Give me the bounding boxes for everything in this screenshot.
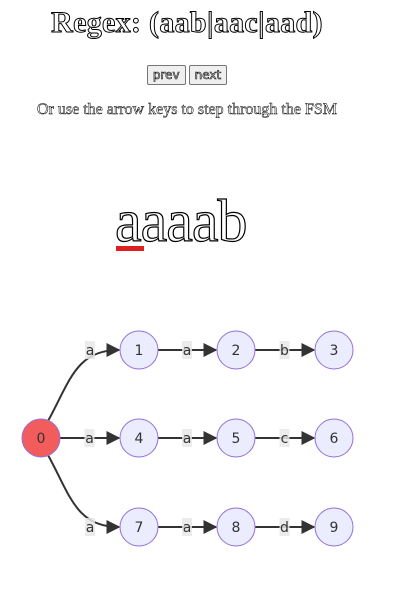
fsm-edge-label-bg <box>182 429 192 447</box>
fsm-edge-line <box>47 343 121 422</box>
fsm-state-label: 2 <box>232 343 241 359</box>
fsm-edge-label: a <box>183 520 192 536</box>
fsm-edge-0-4: a <box>60 429 121 447</box>
fsm-edge-1-2: a <box>158 341 218 359</box>
fsm-state-0-active: 0 <box>21 418 61 458</box>
fsm-state-1: 1 <box>119 330 159 370</box>
fsm-state-circle <box>119 418 159 458</box>
fsm-edge-label: d <box>280 520 289 536</box>
input-string: aaaab <box>114 188 248 254</box>
fsm-state-7: 7 <box>119 507 159 547</box>
fsm-edge-label-bg <box>85 518 95 536</box>
fsm-state-label: 1 <box>135 343 144 359</box>
fsm-state-2: 2 <box>216 330 256 370</box>
step-controls: prev next <box>0 65 374 85</box>
fsm-edge-2-3: b <box>255 341 316 359</box>
fsm-edge-4-5: a <box>158 429 218 447</box>
fsm-state-4: 4 <box>119 418 159 458</box>
fsm-state-label: 0 <box>37 431 46 447</box>
fsm-state-label: 5 <box>232 431 241 447</box>
fsm-state-circle <box>119 330 159 370</box>
page-title: Regex: (aab|aac|aad) <box>51 6 323 40</box>
fsm-state-circle <box>21 418 61 458</box>
fsm-state-circle <box>314 330 354 370</box>
input-cursor <box>116 246 144 251</box>
fsm-edge-label: a <box>183 431 192 447</box>
fsm-state-circle <box>314 507 354 547</box>
fsm-edge-label-bg <box>182 518 192 536</box>
fsm-edge-label: a <box>183 343 192 359</box>
instructions-text: Or use the arrow keys to step through th… <box>37 101 337 119</box>
fsm-state-8: 8 <box>216 507 256 547</box>
fsm-edge-label-bg <box>85 341 95 359</box>
fsm-state-circle <box>314 418 354 458</box>
fsm-state-6: 6 <box>314 418 354 458</box>
fsm-edge-0-1: a <box>47 341 121 422</box>
fsm-state-9: 9 <box>314 507 354 547</box>
fsm-edge-label-bg <box>182 341 192 359</box>
fsm-edge-7-8: a <box>158 518 218 536</box>
fsm-state-circle <box>216 330 256 370</box>
fsm-edge-label: a <box>86 520 95 536</box>
fsm-edge-0-7: a <box>47 454 121 536</box>
fsm-state-label: 7 <box>135 520 144 536</box>
fsm-edge-8-9: d <box>255 518 316 536</box>
fsm-edge-label: c <box>281 431 289 447</box>
fsm-state-label: 9 <box>330 520 339 536</box>
fsm-edge-line <box>47 454 121 534</box>
fsm-state-label: 6 <box>330 431 339 447</box>
fsm-edge-label-bg <box>279 518 290 536</box>
fsm-state-label: 8 <box>232 520 241 536</box>
fsm-state-circle <box>119 507 159 547</box>
fsm-edge-label-bg <box>279 341 290 359</box>
fsm-edge-5-6: c <box>255 429 316 447</box>
fsm-state-circle <box>216 418 256 458</box>
fsm-edge-label-bg <box>84 429 95 447</box>
fsm-edge-label-bg <box>279 429 290 447</box>
fsm-edge-label: b <box>280 343 289 359</box>
fsm-state-3: 3 <box>314 330 354 370</box>
prev-button[interactable]: prev <box>146 65 186 85</box>
fsm-state-5: 5 <box>216 418 256 458</box>
fsm-edge-label: a <box>85 431 94 447</box>
fsm-edge-label: a <box>86 343 95 359</box>
fsm-state-circle <box>216 507 256 547</box>
fsm-state-label: 4 <box>135 431 144 447</box>
fsm-state-label: 3 <box>330 343 339 359</box>
next-button[interactable]: next <box>188 65 228 85</box>
